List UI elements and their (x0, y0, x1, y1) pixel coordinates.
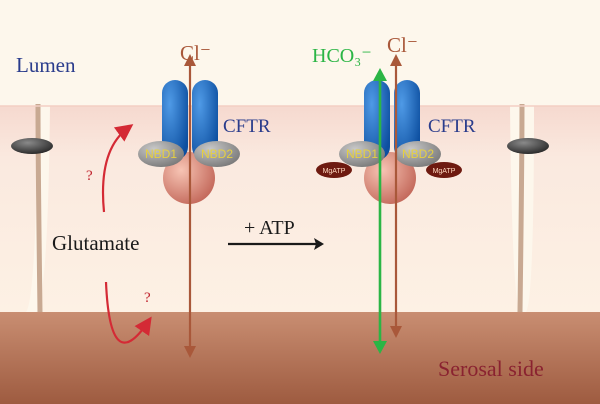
cftr-msd1-left (162, 80, 188, 160)
mgatp-label-left: MgATP (323, 168, 346, 175)
mgatp-label-right: MgATP (433, 168, 456, 175)
nbd2-label-left: NBD2 (201, 147, 233, 161)
nbd1-label-left: NBD1 (145, 147, 177, 161)
cftr-msd2-right (394, 80, 420, 160)
cl-arrow-left-bottom-head (184, 346, 196, 358)
cftr-label-left: CFTR (223, 116, 271, 137)
nbd1-right (339, 141, 385, 167)
lumen-label: Lumen (16, 53, 76, 77)
serosal-layer (0, 312, 600, 404)
cl-arrow-left-top-head (184, 54, 196, 66)
hco3-arrow-bottom-head (373, 341, 387, 354)
cftr-label-right: CFTR (428, 116, 476, 137)
cl-arrow-right-top-head (390, 54, 402, 66)
cell-right-edge (526, 106, 600, 312)
tight-junction-left (11, 138, 53, 154)
cl-label-right: Cl⁻ (387, 33, 418, 57)
hco3-label: HCO₃⁻ (312, 45, 372, 67)
cftr-core-right (364, 152, 416, 204)
glutamate-label: Glutamate (52, 231, 139, 255)
cftr-msd1-right (364, 80, 390, 160)
tight-junction-right (507, 138, 549, 154)
atp-arrowhead (314, 238, 324, 250)
mgatp-right (426, 162, 462, 178)
question-mark-lower: ? (144, 290, 151, 306)
glutamate-arrow-down (104, 281, 152, 344)
question-mark-upper: ? (86, 168, 93, 184)
serosal-label: Serosal side (438, 356, 544, 381)
mgatp-left (316, 162, 352, 178)
cl-arrow-right-bottom-head (390, 326, 402, 338)
lateral-membrane-right (517, 103, 525, 313)
cell-left-edge (0, 106, 38, 312)
cftr-open: NBD1 NBD2 MgATP MgATP (316, 80, 462, 204)
nbd2-label-right: NBD2 (402, 147, 434, 161)
cl-label-left: Cl⁻ (180, 41, 211, 65)
cftr-msd2-left (192, 80, 218, 160)
lateral-membrane-left (35, 103, 43, 313)
cftr-closed: NBD1 NBD2 (138, 80, 240, 204)
atp-label: + ATP (244, 217, 295, 239)
nbd1-left (138, 141, 184, 167)
hco3-arrow-top-head (373, 68, 387, 81)
glutamate-arrow-up (101, 124, 134, 213)
nbd2-left (194, 141, 240, 167)
nbd1-label-right: NBD1 (346, 147, 378, 161)
nbd2-right (395, 141, 441, 167)
